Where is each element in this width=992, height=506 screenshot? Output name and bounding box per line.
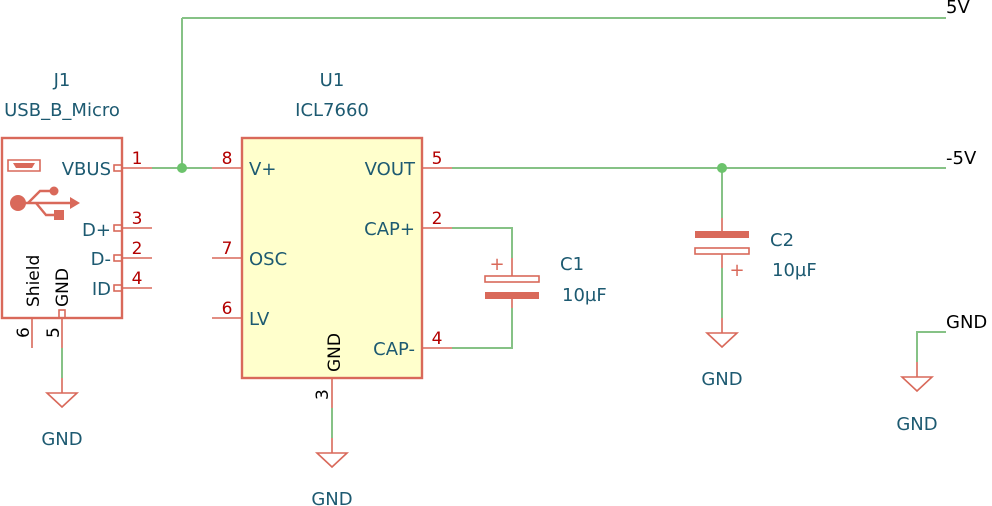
ground-label-c2: GND [701,369,742,390]
u1-pin-osc-label: OSC [249,249,287,270]
ground-symbol-c2: GND [701,318,743,390]
u1-pin-vout-label: VOUT [365,159,416,180]
u1-body [240,136,424,380]
c2-polarity-mark: + [729,260,744,281]
ground-label-u1: GND [311,489,352,506]
c1-value: 10µF [562,285,607,306]
capacitor-c2[interactable]: + C2 10µF [694,218,817,281]
c1-positive-plate [484,275,540,283]
u1-pin-gnd-number: 3 [313,389,333,400]
c2-negative-plate [695,231,749,238]
j1-pin-vbus-number: 1 [132,149,143,169]
junction-neg5v [717,163,727,173]
j1-pin-dminus-number: 2 [132,239,143,259]
usb-symbol-icon [10,186,80,220]
junction-5v [177,163,187,173]
ground-icon [899,376,935,393]
ground-symbol-net: GND [896,362,938,435]
u1-pin-osc-number: 7 [222,239,233,259]
ground-icon [44,392,80,409]
wires [61,17,946,438]
j1-pin-gnd-label: GND [53,268,73,307]
u1-value: ICL7660 [295,100,369,121]
c2-reference: C2 [770,230,794,251]
j1-pin-dminus-label: D- [91,249,111,270]
wire-capminus-c1 [452,308,513,349]
j1-pin-dplus-number: 3 [132,209,143,229]
ground-symbol-j1: GND [41,378,83,450]
ground-label-net: GND [896,414,937,435]
j1-pin-vbus-label: VBUS [62,159,111,180]
u1-pin-capplus-number: 2 [432,209,443,229]
j1-pin-shield-number: 6 [14,327,34,338]
u1-pin-lv-label: LV [249,309,270,330]
u1-pin-vplus-number: 8 [222,149,233,169]
wire-capplus-c1 [452,227,513,258]
j1-pin-id-number: 4 [132,269,143,289]
j1-value: USB_B_Micro [4,100,120,121]
j1-reference: J1 [53,70,71,91]
u1-pin-lv-number: 6 [222,299,233,319]
c1-reference: C1 [560,254,584,275]
u1-pin-vout-number: 5 [432,149,443,169]
net-label-5v: 5V [946,0,970,18]
ground-label-j1: GND [41,429,82,450]
u1-pin-vplus-label: V+ [249,159,276,180]
ground-icon [314,452,350,469]
j1-pin-id-label: ID [92,279,111,300]
net-label-gnd: GND [946,312,987,333]
j1-pin-gnd-number: 5 [44,327,64,338]
connector-j1[interactable]: J1 USB_B_Micro VBUS D+ D- ID [0,70,152,348]
c1-negative-plate [485,292,539,299]
ground-symbol-u1: GND [311,438,353,506]
c2-value: 10µF [772,260,817,281]
c1-polarity-mark: + [489,254,504,275]
u1-pin-capminus-number: 4 [432,329,443,349]
ground-icon [704,332,740,349]
u1-reference: U1 [320,70,345,91]
u1-pin-gnd-label: GND [325,333,345,372]
c2-positive-plate [694,247,750,255]
net-label-neg5v: -5V [946,148,977,169]
capacitor-c1[interactable]: + C1 10µF [484,254,607,308]
u1-pin-capplus-label: CAP+ [364,219,415,240]
u1-pin-capminus-label: CAP- [373,339,415,360]
wire-gnd-label [916,331,946,362]
usb-receptacle-icon [7,159,41,172]
j1-pin-shield-label: Shield [24,255,44,307]
j1-pin-dplus-label: D+ [82,220,111,241]
ic-u1[interactable]: U1 ICL7660 V+ OSC LV VOUT CAP+ CAP- GND … [212,70,452,408]
